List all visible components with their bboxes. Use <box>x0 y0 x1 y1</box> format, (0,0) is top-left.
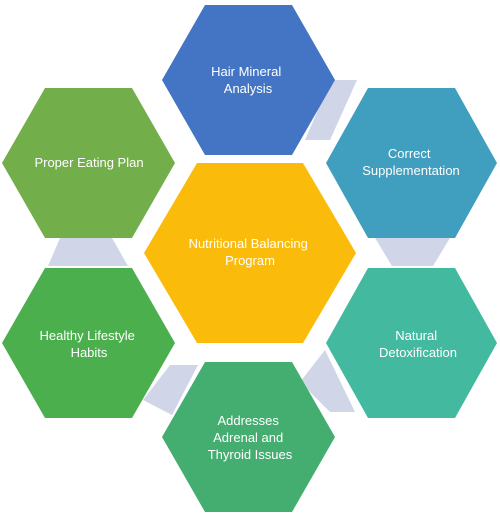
connector-supplement-detox <box>375 238 450 266</box>
connectors <box>48 80 450 415</box>
hex-nutritional-balancing-program: Nutritional Balancing Program <box>144 163 356 343</box>
hex-natural-detoxification: Natural Detoxification <box>326 268 497 418</box>
svg-text:Healthy Lifestyle Habits: Healthy Lifestyle Habits <box>39 328 138 360</box>
hex-eating-shape <box>2 88 175 238</box>
connector-detox-adrenal <box>300 350 355 412</box>
hex-eating-line-1: Proper Eating Plan <box>34 155 143 170</box>
hex-hair-line-1: Hair Mineral <box>211 64 281 79</box>
hex-supplement-line-1: Correct <box>388 146 431 161</box>
svg-text:Hair Mineral Analysis: Hair Mineral Analysis <box>211 64 285 96</box>
svg-text:Proper Eating Plan: Proper Eating Plan <box>34 155 143 170</box>
hex-lifestyle-shape <box>2 268 175 418</box>
hex-center-line-1: Nutritional Balancing <box>189 236 308 251</box>
hex-detox-line-1: Natural <box>395 328 437 343</box>
hex-proper-eating-plan: Proper Eating Plan <box>2 88 175 238</box>
hex-adrenal-shape <box>162 362 335 512</box>
svg-text:Nutritional Balancing Pr: Nutritional Balancing Program <box>189 236 312 268</box>
svg-text:Natural Detoxification: Natural Detoxification <box>379 328 457 360</box>
hex-adrenal-thyroid: Addresses Adrenal and Thyroid Issues <box>162 362 335 512</box>
hex-adrenal-line-1: Addresses <box>217 413 279 428</box>
svg-text:Addresses Adrenal and: Addresses Adrenal and Thyroid Issues <box>208 413 293 462</box>
hex-detox-line-2: Detoxification <box>379 345 457 360</box>
hex-correct-supplementation: Correct Supplementation <box>326 88 497 238</box>
hex-lifestyle-line-1: Healthy Lifestyle <box>39 328 134 343</box>
hex-healthy-lifestyle: Healthy Lifestyle Habits <box>2 268 175 418</box>
hex-adrenal-line-2: Adrenal and <box>213 430 283 445</box>
connector-hair-supplement <box>305 80 357 140</box>
hex-supplement-shape <box>326 88 497 238</box>
hex-center-line-2: Program <box>225 253 275 268</box>
hex-hair-line-2: Analysis <box>224 81 273 96</box>
hex-lifestyle-line-2: Habits <box>71 345 108 360</box>
hex-adrenal-line-3: Thyroid Issues <box>208 447 293 462</box>
hex-center-shape <box>144 163 356 343</box>
hex-hair-shape <box>162 5 335 155</box>
hex-hair-mineral-analysis: Hair Mineral Analysis <box>162 5 335 155</box>
hex-detox-shape <box>326 268 497 418</box>
hex-supplement-line-2: Supplementation <box>362 163 460 178</box>
connector-adrenal-lifestyle <box>143 365 198 415</box>
svg-text:Correct Supplementation: Correct Supplementation <box>362 146 460 178</box>
connector-lifestyle-eating <box>48 238 128 266</box>
